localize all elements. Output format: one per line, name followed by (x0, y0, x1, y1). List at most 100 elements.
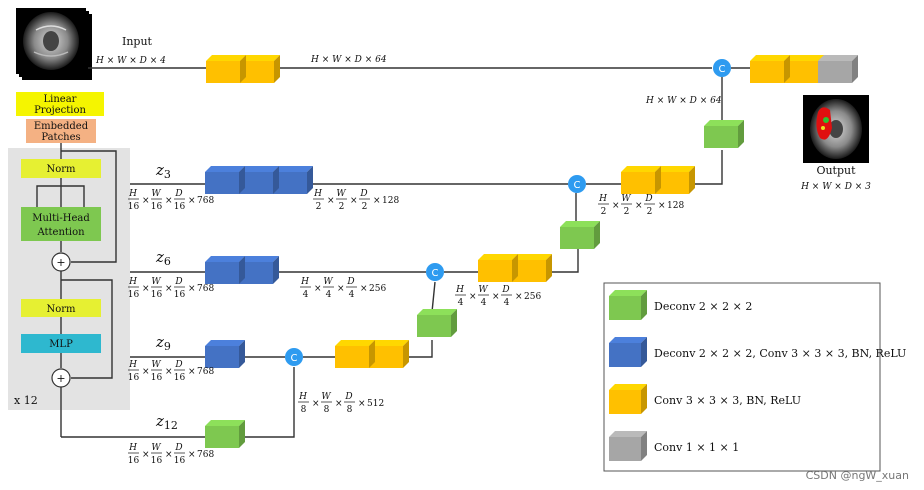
times-symbol: × (312, 399, 320, 409)
z3-dims: H16×W16×D16×768 (128, 189, 215, 212)
times-symbol: × (515, 292, 523, 302)
output-mri-image (803, 95, 869, 163)
fraction-denominator: 2 (601, 207, 607, 217)
fraction-numerator: W (151, 443, 161, 453)
conv1x1-gray-block-cube-1 (818, 55, 858, 83)
fraction-denominator: 16 (151, 202, 163, 212)
embedded-patches-box: Embedded Patches (26, 119, 96, 143)
times-symbol: × (188, 367, 196, 377)
mlp-box: MLP (21, 334, 101, 353)
times-symbol: × (492, 292, 500, 302)
deconv-green-block-z6-cube-1 (417, 309, 457, 337)
top-right-dims: H × W × D × 64 (645, 96, 722, 106)
concat-node-top: C (713, 59, 731, 77)
dimension-fraction-labels: H16×W16×D16×768H16×W16×D16×768H16×W16×D1… (128, 189, 685, 466)
fraction-denominator: 16 (151, 373, 163, 383)
fraction-channels: 256 (369, 284, 386, 294)
conv-yellow-block-top-cube-1 (206, 55, 246, 83)
times-symbol: × (635, 201, 643, 211)
z6-right-dims: H4×W4×D4×256 (455, 285, 541, 308)
svg-text:Patches: Patches (41, 132, 80, 143)
input-dims: H × W × D × 4 (95, 56, 166, 66)
z9-label: z9 (155, 333, 171, 353)
z9-right-dims: H8×W8×D8×512 (298, 392, 384, 415)
conv-yellow-block-output-cube-1 (750, 55, 790, 83)
times-symbol: × (337, 284, 345, 294)
svg-text:Linear: Linear (44, 94, 77, 105)
svg-text:Embedded: Embedded (34, 121, 89, 132)
z3-upsampled-dims: H2×W2×D2×128 (313, 189, 399, 212)
conv-yellow-block-z3-cube-2 (655, 166, 695, 194)
conv-yellow-block-top-cube-2 (240, 55, 280, 83)
legend-deconv: Deconv 2 × 2 × 2 (609, 290, 752, 320)
times-symbol: × (360, 284, 368, 294)
fraction-denominator: 2 (339, 202, 345, 212)
fraction-denominator: 8 (347, 405, 353, 415)
fraction-denominator: 4 (349, 290, 355, 300)
fraction-channels: 768 (197, 450, 214, 460)
fraction-channels: 128 (667, 201, 684, 211)
residual-add-1: + (51, 252, 71, 272)
times-symbol: × (165, 196, 173, 206)
input-mri-image (16, 8, 92, 80)
svg-text:Projection: Projection (34, 105, 86, 116)
fraction-denominator: 8 (324, 405, 330, 415)
fraction-numerator: D (174, 277, 182, 287)
z6-upsampled-dims: H4×W4×D4×256 (300, 277, 386, 300)
fraction-denominator: 2 (362, 202, 368, 212)
fraction-numerator: W (151, 277, 161, 287)
fraction-numerator: D (174, 360, 182, 370)
fraction-denominator: 16 (128, 373, 140, 383)
conv-yellow-block-z3-cube-1 (621, 166, 661, 194)
times-symbol: × (314, 284, 322, 294)
times-symbol: × (165, 367, 173, 377)
deconv-blue-block-z3-cube-3 (273, 166, 313, 194)
fraction-channels: 512 (367, 399, 384, 409)
fraction-denominator: 8 (301, 405, 307, 415)
legend-swatch (609, 384, 647, 414)
fraction-channels: 256 (524, 292, 541, 302)
fraction-denominator: 2 (647, 207, 653, 217)
fraction-numerator: D (346, 277, 354, 287)
fraction-numerator: W (323, 277, 333, 287)
legend-text: Deconv 2 × 2 × 2, Conv 3 × 3 × 3, BN, Re… (654, 347, 906, 360)
conv-yellow-block-z9-cube-1 (335, 340, 375, 368)
fraction-numerator: W (336, 189, 346, 199)
fraction-numerator: W (321, 392, 331, 402)
deconv-blue-block-z6-cube-1 (205, 256, 245, 284)
times-symbol: × (188, 450, 196, 460)
transformer-block-background (8, 148, 130, 410)
fraction-numerator: D (174, 443, 182, 453)
svg-text:C: C (432, 268, 439, 279)
svg-text:+: + (56, 256, 65, 269)
z12-label: z12 (155, 412, 178, 432)
fraction-numerator: D (644, 194, 652, 204)
times-symbol: × (327, 196, 335, 206)
fraction-numerator: H (300, 277, 309, 287)
fraction-denominator: 2 (624, 207, 630, 217)
times-symbol: × (165, 450, 173, 460)
fraction-denominator: 4 (303, 290, 309, 300)
fraction-numerator: H (455, 285, 464, 295)
watermark: CSDN @ngW_xuan (806, 469, 909, 482)
fraction-numerator: H (128, 277, 137, 287)
times-symbol: × (373, 196, 381, 206)
fraction-denominator: 4 (326, 290, 332, 300)
fraction-denominator: 16 (174, 373, 186, 383)
fraction-numerator: H (128, 189, 137, 199)
fraction-denominator: 16 (128, 202, 140, 212)
fraction-numerator: W (151, 189, 161, 199)
fraction-numerator: H (128, 360, 137, 370)
z9-dims: H16×W16×D16×768 (128, 360, 215, 383)
legend-swatch (609, 431, 647, 461)
concat-node-z9: C (285, 348, 303, 366)
deconv-blue-block-z6-cube-2 (239, 256, 279, 284)
times-symbol: × (188, 284, 196, 294)
fraction-channels: 768 (197, 196, 214, 206)
input-label: Input (122, 35, 153, 48)
fraction-numerator: W (478, 285, 488, 295)
times-symbol: × (142, 284, 150, 294)
svg-text:Norm: Norm (46, 164, 76, 175)
conv-block-cubes (205, 55, 858, 448)
